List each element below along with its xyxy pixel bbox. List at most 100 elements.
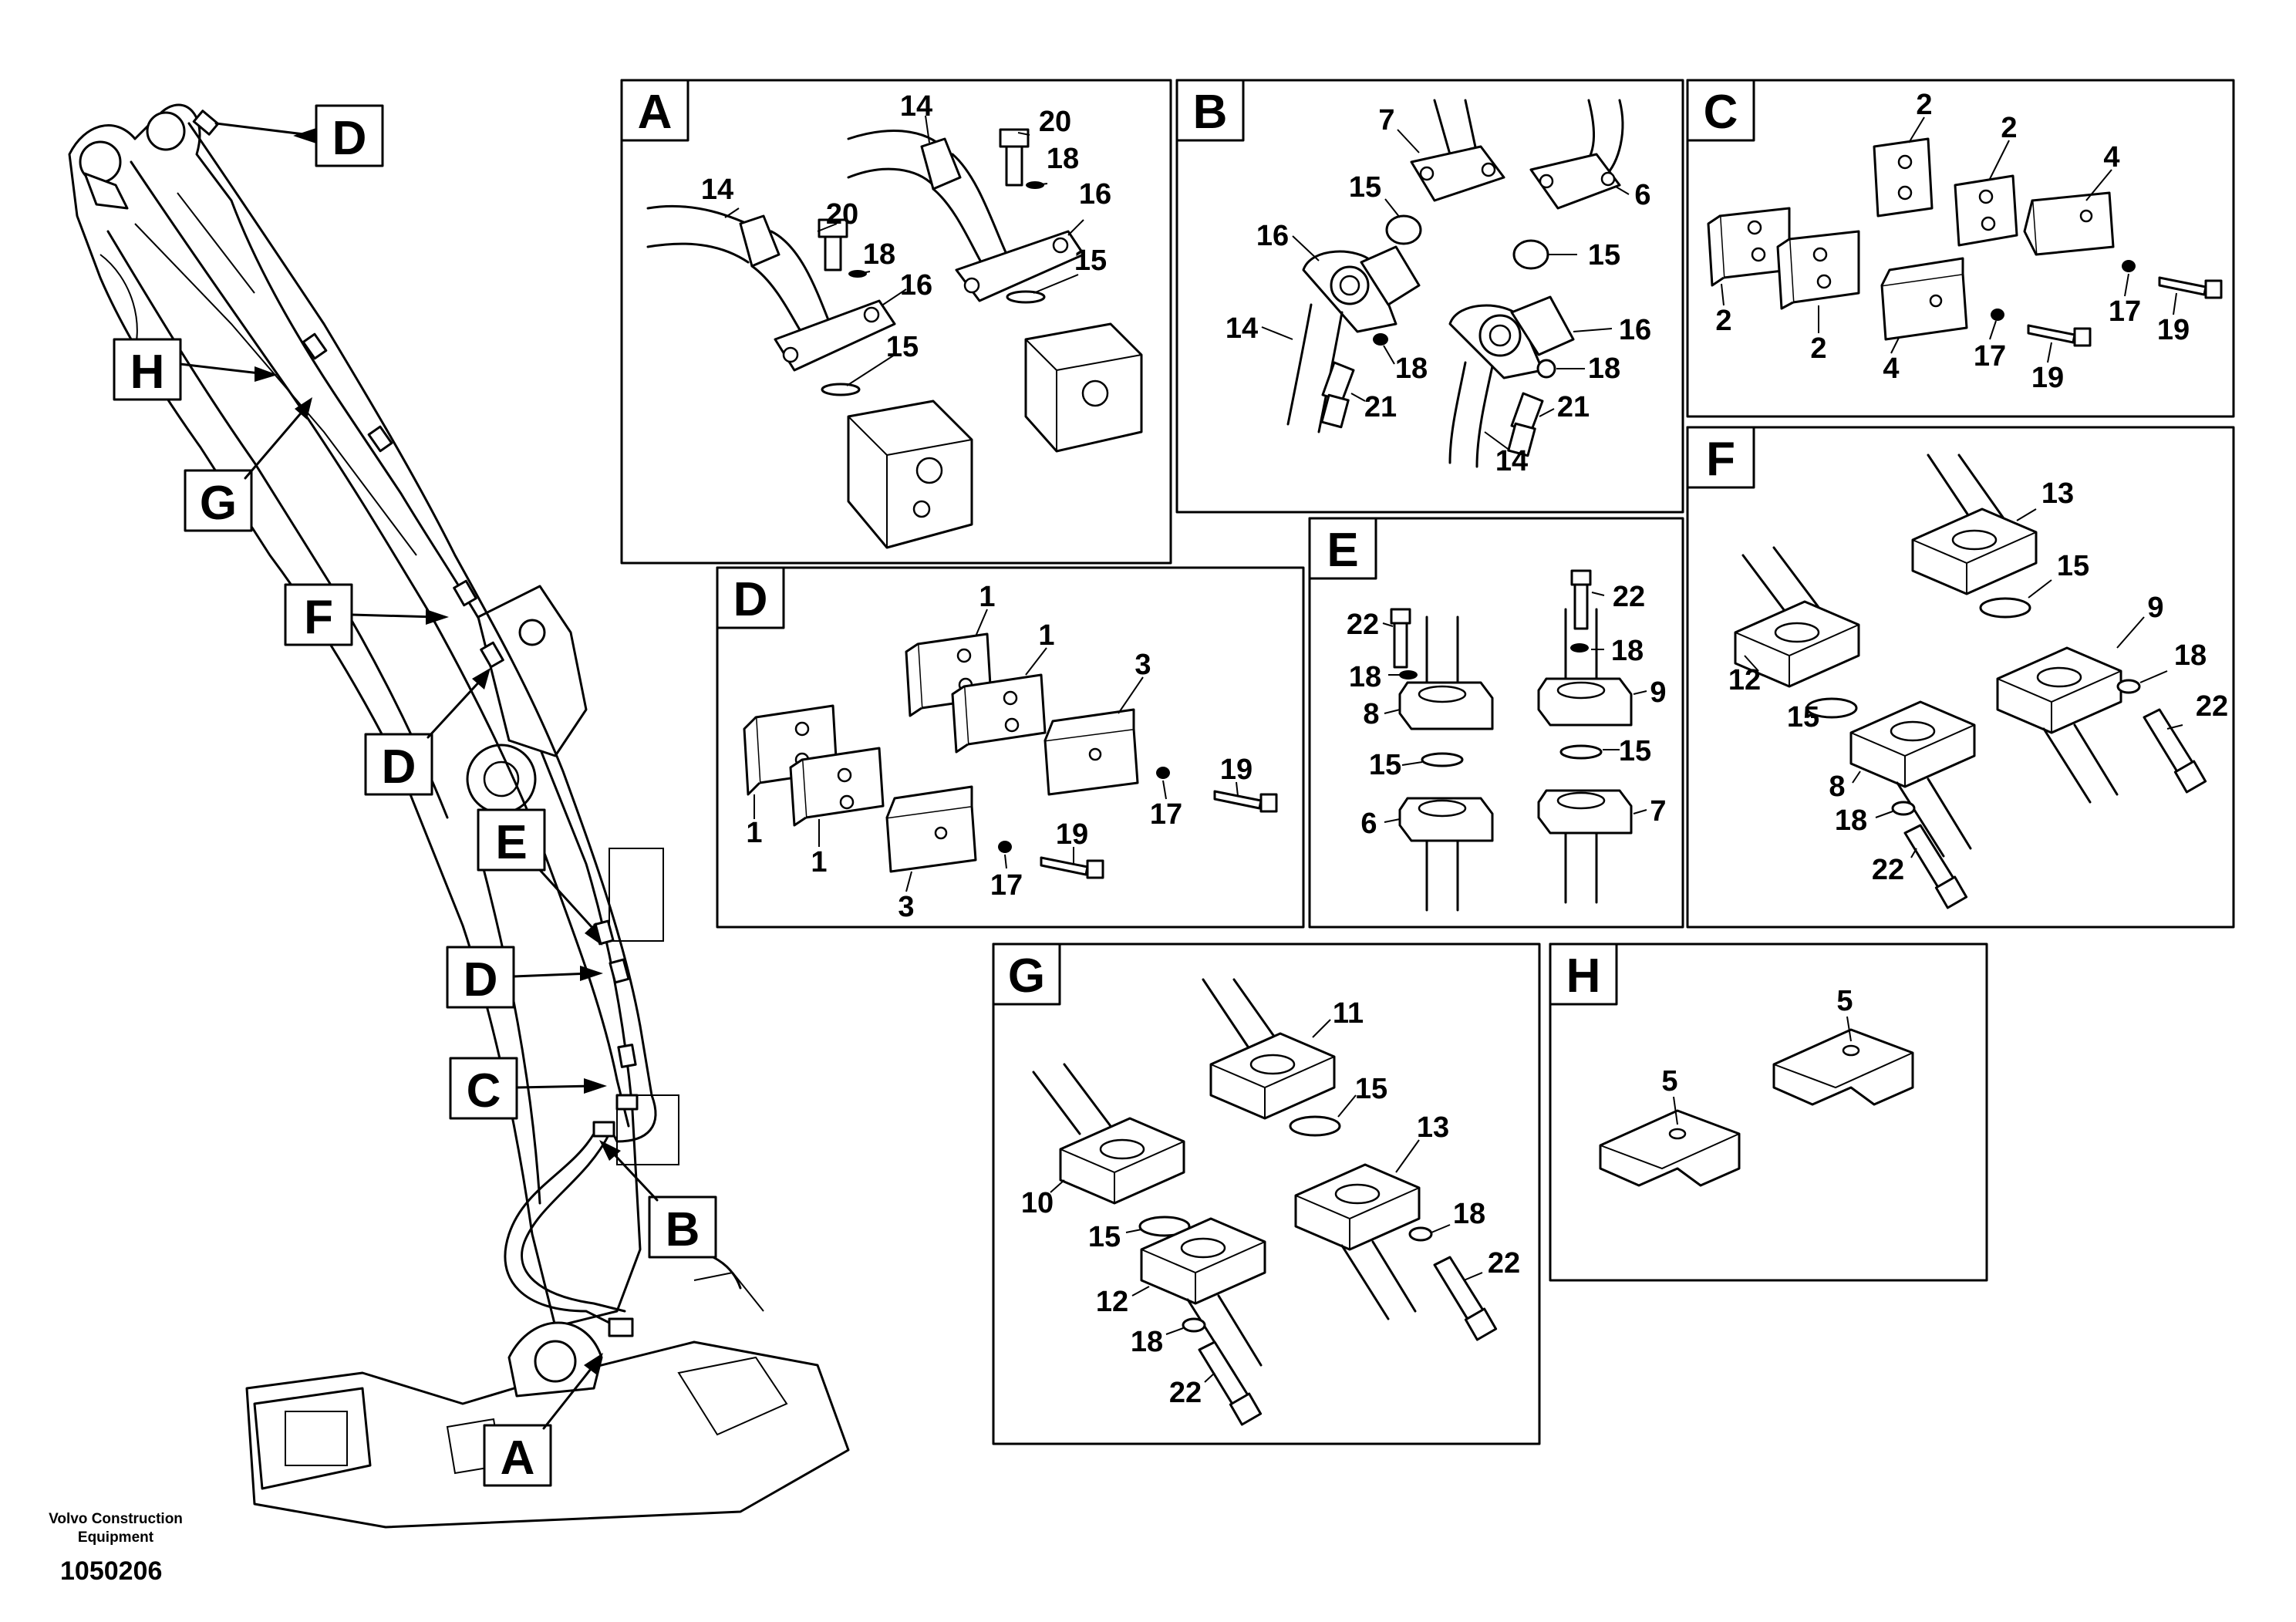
panel-c: C 2 bbox=[1686, 79, 2235, 418]
part-number: 14 bbox=[1226, 312, 1258, 345]
panel-f: F bbox=[1686, 426, 2235, 929]
callout-label: E bbox=[495, 816, 527, 869]
callout-label: F bbox=[304, 591, 333, 644]
part-number: 18 bbox=[1835, 804, 1867, 837]
panel-a: A bbox=[620, 79, 1172, 565]
callout-e[interactable]: E bbox=[477, 808, 602, 946]
part-number: 15 bbox=[2057, 550, 2089, 582]
panel-letter: F bbox=[1706, 433, 1735, 486]
part-number: 18 bbox=[1453, 1198, 1485, 1230]
part-number: 16 bbox=[1256, 220, 1289, 252]
callout-label: D bbox=[382, 740, 416, 794]
callout-label: G bbox=[200, 477, 237, 530]
part-number: 4 bbox=[1883, 352, 1899, 385]
callout-f[interactable]: F bbox=[284, 583, 449, 646]
part-number: 1 bbox=[746, 817, 762, 849]
part-number: 18 bbox=[1611, 635, 1644, 667]
part-number: 19 bbox=[1220, 754, 1253, 786]
part-number: 14 bbox=[701, 174, 733, 206]
part-number: 10 bbox=[1021, 1187, 1054, 1219]
part-number: 15 bbox=[1355, 1073, 1387, 1105]
callout-a[interactable]: A bbox=[483, 1353, 603, 1487]
part-number: 18 bbox=[1395, 352, 1428, 385]
callout-h[interactable]: H bbox=[113, 338, 278, 401]
panel-letter: H bbox=[1566, 949, 1601, 1003]
callout-c[interactable]: C bbox=[449, 1057, 607, 1120]
callout-label: D bbox=[332, 112, 367, 165]
callout-b[interactable]: B bbox=[599, 1140, 717, 1259]
callout-g[interactable]: G bbox=[184, 397, 312, 532]
part-number: 14 bbox=[900, 90, 932, 123]
part-number: 20 bbox=[826, 198, 858, 231]
callout-d-middle[interactable]: D bbox=[364, 668, 491, 796]
part-number: 6 bbox=[1634, 179, 1650, 211]
part-number: 15 bbox=[1588, 239, 1620, 271]
panel-letter: E bbox=[1327, 524, 1358, 577]
panel-g: G bbox=[992, 943, 1541, 1445]
panel-letter: B bbox=[1193, 86, 1228, 139]
part-number: 22 bbox=[1872, 854, 1904, 886]
drawing-number: 1050206 bbox=[60, 1556, 163, 1586]
part-number: 11 bbox=[1333, 997, 1364, 1030]
panel-letter: G bbox=[1008, 949, 1045, 1003]
part-number: 17 bbox=[990, 869, 1023, 902]
part-number: 18 bbox=[1588, 352, 1620, 385]
part-number: 12 bbox=[1096, 1286, 1128, 1318]
part-number: 6 bbox=[1360, 808, 1377, 840]
part-number: 14 bbox=[1495, 445, 1528, 477]
part-number: 8 bbox=[1363, 698, 1379, 730]
part-number: 18 bbox=[1047, 143, 1079, 175]
callout-label: D bbox=[464, 953, 498, 1007]
part-number: 5 bbox=[1661, 1065, 1677, 1098]
part-number: 21 bbox=[1364, 391, 1397, 423]
callout-label: H bbox=[130, 346, 165, 399]
part-number: 15 bbox=[1787, 701, 1819, 733]
callout-label: C bbox=[467, 1064, 501, 1118]
part-number: 7 bbox=[1378, 104, 1394, 137]
panel-letter: A bbox=[638, 86, 673, 139]
part-number: 3 bbox=[898, 891, 914, 923]
footer-company: Volvo Construction Equipment bbox=[49, 1511, 183, 1546]
part-number: 2 bbox=[1916, 89, 1932, 121]
part-number: 8 bbox=[1829, 771, 1845, 803]
callout-label: B bbox=[666, 1203, 700, 1256]
part-number: 2 bbox=[1810, 332, 1826, 365]
callout-label: A bbox=[501, 1431, 535, 1485]
panel-letter: C bbox=[1704, 86, 1738, 139]
part-number: 18 bbox=[2174, 639, 2207, 672]
part-number: 13 bbox=[2041, 477, 2074, 510]
part-number: 22 bbox=[2196, 690, 2228, 723]
part-number: 1 bbox=[1038, 619, 1054, 652]
part-number: 18 bbox=[863, 238, 895, 271]
part-number: 2 bbox=[2001, 112, 2017, 144]
part-number: 4 bbox=[2103, 141, 2119, 174]
part-number: 22 bbox=[1613, 581, 1645, 613]
part-number: 19 bbox=[2031, 362, 2064, 394]
part-number: 15 bbox=[1369, 749, 1401, 781]
panel-h: H 5 5 bbox=[1549, 943, 1988, 1282]
part-number: 15 bbox=[886, 331, 919, 363]
part-number: 18 bbox=[1131, 1326, 1163, 1358]
part-number: 1 bbox=[979, 581, 995, 613]
panel-d: D bbox=[716, 566, 1305, 929]
part-number: 7 bbox=[1650, 795, 1666, 828]
part-number: 13 bbox=[1417, 1111, 1449, 1144]
panel-letter: D bbox=[733, 573, 768, 626]
part-number: 16 bbox=[900, 269, 932, 302]
part-number: 22 bbox=[1488, 1247, 1520, 1280]
part-number: 15 bbox=[1074, 244, 1107, 277]
part-number: 9 bbox=[1650, 676, 1666, 709]
part-number: 2 bbox=[1715, 305, 1731, 337]
callout-d-lower[interactable]: D bbox=[446, 946, 603, 1009]
part-number: 20 bbox=[1039, 106, 1071, 138]
part-number: 9 bbox=[2147, 592, 2163, 624]
part-number: 1 bbox=[811, 846, 827, 878]
part-number: 22 bbox=[1347, 609, 1379, 641]
callout-d-top[interactable]: D bbox=[214, 104, 384, 167]
part-number: 3 bbox=[1135, 649, 1151, 681]
part-number: 15 bbox=[1088, 1221, 1121, 1253]
part-number: 5 bbox=[1836, 985, 1853, 1017]
callouts: D H G F D bbox=[113, 104, 717, 1487]
part-number: 17 bbox=[1150, 798, 1182, 831]
